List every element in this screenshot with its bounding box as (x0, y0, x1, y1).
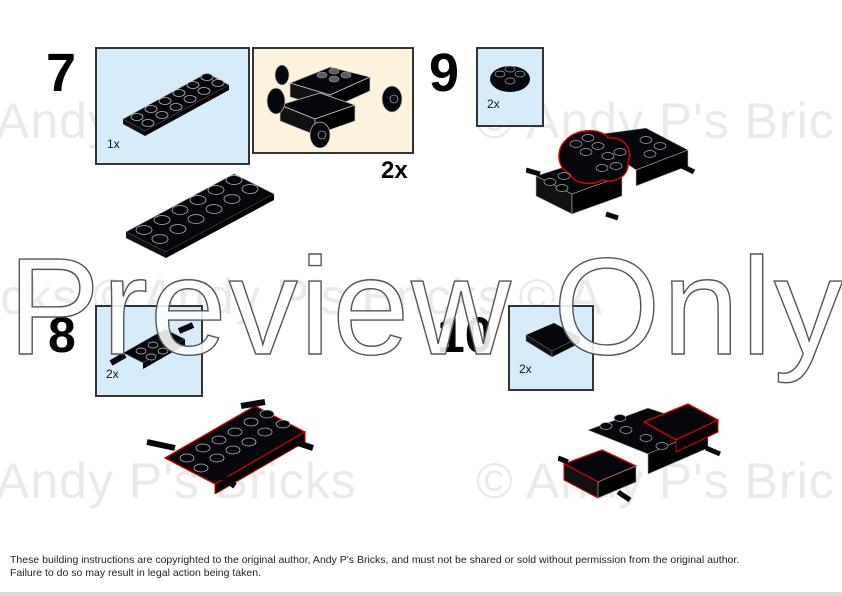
step-7-build-image (125, 173, 275, 258)
page-bottom-rule (0, 592, 842, 596)
copyright-footer: These building instructions are copyrigh… (10, 554, 739, 579)
part-quantity: 2x (487, 97, 500, 111)
plate-2x6-icon (122, 72, 230, 136)
preview-overlay-fill: Preview Only (8, 230, 842, 384)
step-10-build-image (558, 403, 721, 503)
parts-callout-step-9 (476, 47, 544, 127)
part-quantity: 2x (106, 367, 119, 381)
tile-2x2-icon (525, 323, 581, 358)
step-number-8: 8 (48, 307, 76, 363)
part-quantity: 2x (519, 362, 532, 376)
subassembly-quantity: 2x (381, 157, 408, 184)
part-quantity: 1x (107, 137, 120, 151)
step-number-10: 10 (437, 307, 493, 363)
step-number-9: 9 (429, 43, 460, 103)
round-plate-2x2-icon (490, 65, 530, 92)
wheel-holder-plate-icon (109, 322, 195, 369)
copyright-line-2: Failure to do so may result in legal act… (10, 566, 261, 579)
subassembly-callout-step-7 (252, 47, 414, 154)
step-number-7: 7 (46, 43, 77, 103)
preview-only-overlay: Preview Only (7, 230, 842, 384)
step-8-build-image (146, 399, 314, 494)
wheel-chassis-icon (266, 64, 403, 149)
parts-callout-step-10 (508, 305, 594, 391)
step-9-build-image (526, 127, 696, 221)
copyright-line-1: These building instructions are copyrigh… (10, 554, 740, 566)
parts-callout-step-8 (95, 305, 203, 397)
parts-callout-step-7 (95, 47, 250, 165)
